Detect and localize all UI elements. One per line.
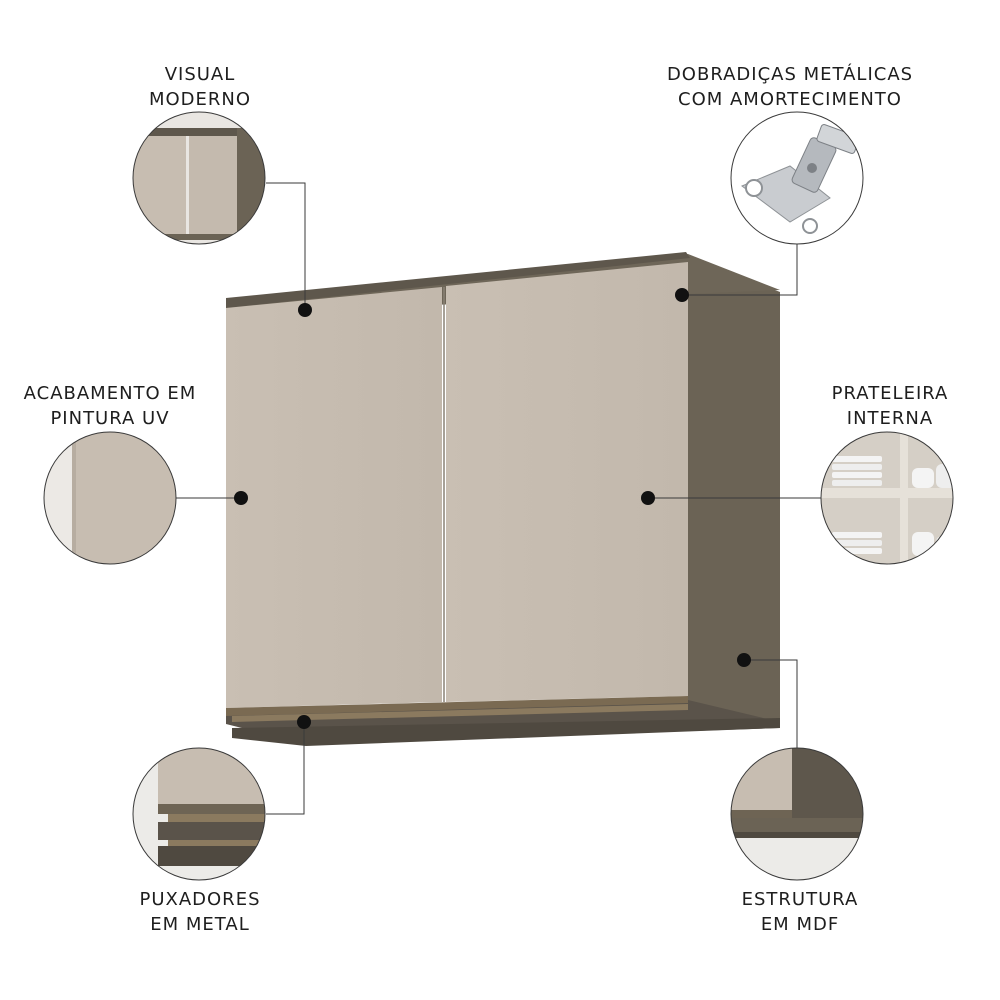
label-line: ACABAMENTO EM	[23, 383, 197, 404]
marker-dots	[234, 288, 751, 729]
marker-dot-prateleira	[641, 491, 655, 505]
label-line: DOBRADIÇAS METÁLICAS	[666, 64, 914, 85]
label-line: VISUAL	[164, 64, 236, 85]
leader-puxadores	[266, 722, 305, 815]
label-prateleira: PRATELEIRA INTERNA	[780, 381, 1000, 431]
marker-dot-acabamento	[234, 491, 248, 505]
leader-lines	[176, 182, 821, 815]
cabinet	[226, 252, 780, 746]
detail-circle-hinge	[730, 111, 864, 245]
label-line: PINTURA UV	[50, 408, 170, 429]
label-dobradicas: DOBRADIÇAS METÁLICAS COM AMORTECIMENTO	[620, 62, 960, 112]
left-door	[226, 287, 442, 708]
detail-circle-handles	[132, 747, 266, 881]
label-line: PUXADORES	[139, 889, 261, 910]
handle-profile	[226, 696, 688, 716]
label-line: EM METAL	[150, 914, 250, 935]
handle-profile-lower	[232, 704, 688, 722]
leader-visual	[266, 182, 306, 310]
marker-dot-hinge	[675, 288, 689, 302]
label-estrutura: ESTRUTURA EM MDF	[700, 887, 900, 937]
hinge-icon	[741, 124, 860, 234]
leader-estrutura	[744, 659, 798, 748]
cabinet-side-panel	[688, 256, 780, 722]
marker-dot-visual	[298, 303, 312, 317]
label-visual-moderno: VISUAL MODERNO	[100, 62, 300, 112]
label-puxadores: PUXADORES EM METAL	[100, 887, 300, 937]
label-line: ESTRUTURA	[741, 889, 859, 910]
detail-circle-shelf	[820, 431, 954, 565]
detail-circle-visual	[132, 111, 266, 245]
cabinet-bottom-front	[232, 718, 780, 746]
detail-circle-finish	[43, 431, 177, 565]
label-line: PRATELEIRA	[831, 383, 949, 404]
label-line: INTERNA	[846, 408, 934, 429]
detail-circle-structure	[730, 747, 864, 881]
label-line: MODERNO	[148, 89, 252, 110]
label-line: EM MDF	[760, 914, 840, 935]
marker-dot-estrutura	[737, 653, 751, 667]
label-line: COM AMORTECIMENTO	[678, 89, 902, 110]
label-acabamento: ACABAMENTO EM PINTURA UV	[0, 381, 220, 431]
leader-hinge	[682, 244, 798, 296]
right-door	[446, 262, 688, 702]
cabinet-top-edge	[226, 252, 690, 308]
marker-dot-puxadores	[297, 715, 311, 729]
